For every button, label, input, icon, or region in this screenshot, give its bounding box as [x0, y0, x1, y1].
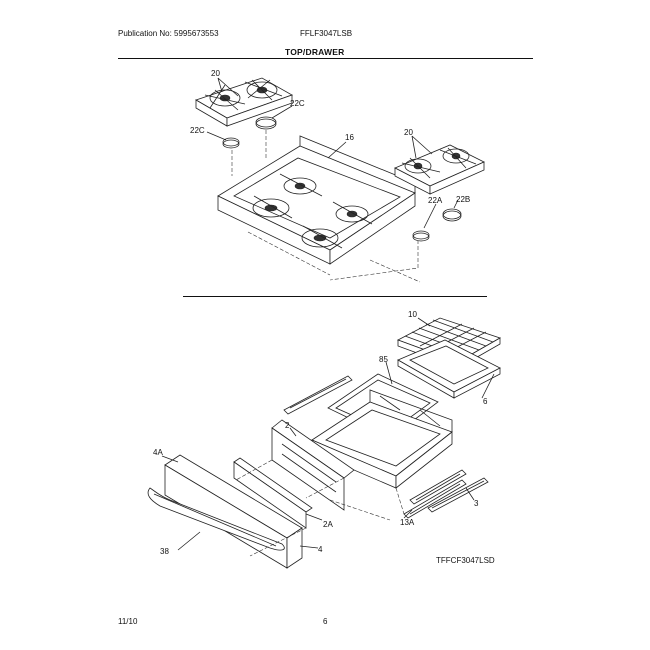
label-22a: 22A	[428, 196, 443, 205]
label-cooktop: 16	[345, 133, 354, 142]
drawer-body[interactable]	[311, 389, 453, 489]
section-title: TOP/DRAWER	[285, 47, 345, 57]
cooktop[interactable]	[217, 135, 416, 265]
label-grate-left: 20	[211, 69, 220, 78]
footer-date: 11/10	[118, 617, 138, 626]
footer-page: 6	[323, 617, 328, 626]
publication-number: Publication No: 5995673553	[118, 29, 219, 38]
diagram-code: TFFCF3047LSD	[436, 556, 495, 565]
label-rail-3: 3	[474, 499, 479, 508]
grate-left[interactable]	[195, 77, 293, 127]
header-rule	[118, 58, 533, 59]
broiler-pan[interactable]	[397, 339, 501, 399]
label-panel-2a: 2A	[323, 520, 333, 529]
section-divider	[183, 296, 487, 297]
burner-cap-22c-left[interactable]	[222, 137, 240, 149]
burner-cap-22c-right[interactable]	[255, 116, 277, 130]
slide-rail-left[interactable]	[283, 375, 353, 415]
label-broiler-rack: 10	[408, 310, 417, 319]
label-drawer-back: 2	[285, 421, 290, 430]
grate-right[interactable]	[394, 144, 485, 195]
label-drawer-front: 4A	[153, 448, 163, 457]
burner-cap-22a[interactable]	[412, 230, 430, 242]
slide-rail-3[interactable]	[409, 469, 467, 505]
drawer-handle[interactable]	[147, 487, 285, 551]
model-number: FFLF3047LSB	[300, 29, 353, 38]
label-22c-right: 22C	[290, 99, 305, 108]
label-handle: 38	[160, 547, 169, 556]
slide-rail-13a[interactable]	[403, 477, 489, 519]
label-22b: 22B	[456, 195, 470, 204]
label-rail-13a: 13A	[400, 518, 415, 527]
label-panel-4: 4	[318, 545, 323, 554]
label-22c-left: 22C	[190, 126, 205, 135]
burner-cap-22b[interactable]	[442, 208, 462, 222]
drawer-back-panel[interactable]	[271, 419, 355, 511]
label-grate-right: 20	[404, 128, 413, 137]
panel-2a[interactable]	[233, 457, 313, 529]
label-liner: 85	[379, 355, 388, 364]
label-broiler-pan: 6	[483, 397, 488, 406]
